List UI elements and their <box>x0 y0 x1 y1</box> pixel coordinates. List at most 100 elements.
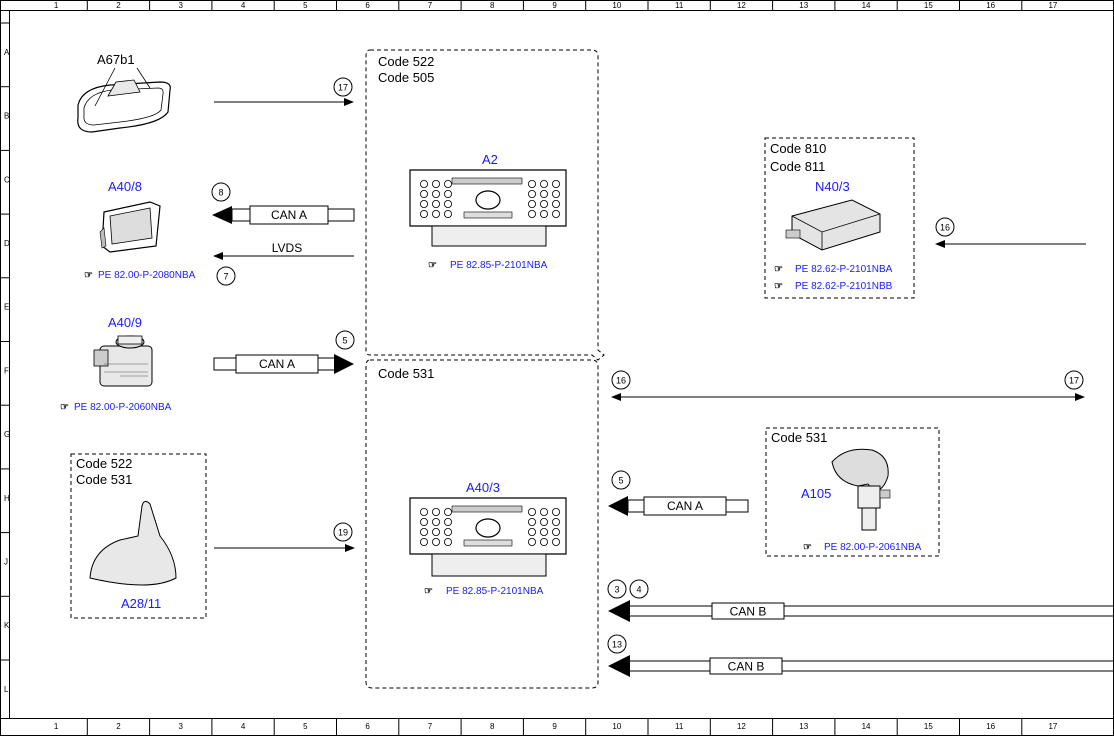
connection-16-n40-3: 16 <box>935 217 1086 248</box>
radio-button-knob <box>419 518 428 527</box>
n40-3-label: N40/3 <box>815 179 850 194</box>
radio-button-knob <box>552 209 561 218</box>
grid-column-label: 8 <box>490 1 495 10</box>
bus-label: CAN A <box>259 357 295 371</box>
radio-button-knob <box>540 518 549 527</box>
radio-button-knob <box>528 199 537 208</box>
a40-8-ref: PE 82.00-P-2080NBA <box>98 270 196 281</box>
a40-9-ref: PE 82.00-P-2060NBA <box>74 402 172 413</box>
conn-number: 17 <box>338 83 348 93</box>
radio-button-knob <box>552 518 561 527</box>
conn-number: 13 <box>612 640 622 650</box>
n40-3-ref-2: PE 82.62-P-2101NBB <box>795 281 893 292</box>
grid-column-ticks: 1122334455667788991010111112121313141415… <box>54 0 1058 736</box>
radio-button-knob <box>419 507 428 516</box>
grid-column-label: 7 <box>428 1 433 10</box>
grid-column-label: 5 <box>303 1 308 10</box>
a28-11-code-1: Code 522 <box>76 456 132 471</box>
grid-column-label: 10 <box>612 722 621 731</box>
grid-column-label: 1 <box>54 722 59 731</box>
a40-3-ref: PE 82.85-P-2101NBA <box>446 586 544 597</box>
conn-number: 8 <box>218 188 223 198</box>
a2-code-1: Code 522 <box>378 54 434 69</box>
radio-button-knob <box>552 199 561 208</box>
conn-number: 19 <box>338 528 348 538</box>
conn-number: 4 <box>636 585 641 595</box>
grid-column-label: 11 <box>675 722 684 731</box>
grid-column-label: 2 <box>116 1 121 10</box>
conn-number: 17 <box>1069 376 1079 386</box>
connection-7-lvds: LVDS 7 <box>213 241 354 286</box>
grid-row-label: J <box>4 557 8 566</box>
radio-button-knob <box>443 179 452 188</box>
controller-a40-9: A40/9 ☞ PE 82.00-P-2060NBA <box>60 315 172 413</box>
grid-row-label: A <box>4 48 10 57</box>
connection-8-can-a: CAN A 8 <box>211 182 355 225</box>
radio-button-knob <box>431 518 440 527</box>
conn-number: 3 <box>614 585 619 595</box>
grid-column-label: 14 <box>862 1 871 10</box>
grid-column-label: 17 <box>1048 722 1057 731</box>
a28-11-code-2: Code 531 <box>76 472 132 487</box>
head-unit-a40-3: Code 531 A40/3 ☞ PE 82.85-P-2101NBA <box>365 359 599 689</box>
ref-icon: ☞ <box>60 402 69 413</box>
conn-number: 5 <box>618 476 623 486</box>
a2-code-2: Code 505 <box>378 70 434 85</box>
radio-button-knob <box>443 189 452 198</box>
n40-3-code-2: Code 811 <box>770 159 825 174</box>
radio-button-knob <box>431 538 440 547</box>
ref-icon: ☞ <box>428 260 437 271</box>
radio-button-knob <box>540 189 549 198</box>
grid-column-label: 9 <box>552 722 557 731</box>
ref-icon: ☞ <box>774 281 783 292</box>
connection-13-can-b: CAN B 13 <box>607 634 1114 677</box>
grid-column-label: 15 <box>924 1 933 10</box>
a28-11-label: A28/11 <box>121 596 161 611</box>
radio-button-knob <box>431 209 440 218</box>
radio-button-knob <box>552 189 561 198</box>
head-unit-a2: Code 522 Code 505 A2 ☞ PE 82.85-P-2101NB… <box>365 49 605 361</box>
radio-button-knob <box>528 209 537 218</box>
grid-row-label: F <box>4 366 9 375</box>
grid-column-label: 6 <box>365 1 370 10</box>
display-a40-8: A40/8 ☞ PE 82.00-P-2080NBA <box>84 179 196 281</box>
grid-column-label: 16 <box>986 722 995 731</box>
grid-column-label: 3 <box>179 1 184 10</box>
radio-button-knob <box>540 507 549 516</box>
a40-3-label: A40/3 <box>466 480 500 495</box>
ref-icon: ☞ <box>774 264 783 275</box>
radio-button-knob <box>552 538 561 547</box>
grid-column-label: 8 <box>490 722 495 731</box>
ref-icon: ☞ <box>84 270 93 281</box>
radio-button-knob <box>419 179 428 188</box>
a67b1-label: A67b1 <box>97 52 135 67</box>
radio-button-knob <box>431 179 440 188</box>
grid-column-label: 4 <box>241 722 246 731</box>
a40-8-label: A40/8 <box>108 179 142 194</box>
connection-19: 19 <box>214 522 355 552</box>
grid-column-label: 4 <box>241 1 246 10</box>
conn-number: 5 <box>342 336 347 346</box>
a2-label: A2 <box>482 152 498 167</box>
conn-number: 16 <box>616 376 626 386</box>
grid-column-label: 6 <box>365 722 370 731</box>
grid-row-label: C <box>4 175 10 184</box>
grid-row-label: D <box>4 239 10 248</box>
bus-label: CAN A <box>667 499 703 513</box>
grid-column-label: 13 <box>799 722 808 731</box>
radio-button-knob <box>528 179 537 188</box>
radio-button-knob <box>540 538 549 547</box>
radio-button-knob <box>419 199 428 208</box>
radio-button-knob <box>528 528 537 537</box>
radio-button-knob <box>552 507 561 516</box>
conn-number: 7 <box>223 272 228 282</box>
grid-column-label: 16 <box>986 1 995 10</box>
radio-button-knob <box>443 528 452 537</box>
radio-button-knob <box>528 189 537 198</box>
radio-button-knob <box>443 538 452 547</box>
connection-3-4-can-b: CAN B 3 4 <box>607 579 1114 622</box>
amplifier-n40-3: Code 810 Code 811 N40/3 ☞ PE 82.62-P-210… <box>764 137 915 299</box>
radio-button-knob <box>443 209 452 218</box>
grid-row-label: L <box>4 685 9 694</box>
